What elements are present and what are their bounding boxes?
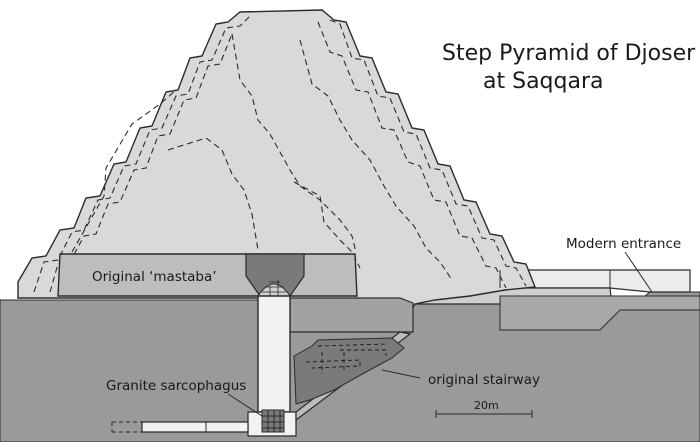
leader-line-sarcophagus (227, 393, 263, 417)
title-line-1: Step Pyramid of Djoser (442, 41, 696, 66)
construction-phase-lines (33, 13, 527, 293)
central-shaft (257, 295, 291, 413)
leader-line-stairway (381, 369, 421, 379)
label-modern-entrance: Modern entrance (566, 236, 681, 252)
lower-corridor (141, 421, 249, 433)
label-original-mastaba: Original ‘mastaba’ (92, 269, 217, 285)
leader-line-modern-entrance (624, 251, 653, 293)
scale-bar-label: 20m (474, 399, 499, 412)
underground-galleries (293, 337, 405, 405)
modern-entrance-details (499, 270, 611, 288)
vault-stone-marks (262, 280, 286, 296)
phase-line-5 (167, 137, 259, 251)
modern-entrance-passage (499, 295, 700, 331)
phase-line-1 (33, 13, 253, 293)
label-original-stairway: original stairway (428, 372, 540, 388)
scale-bar (435, 410, 533, 418)
gallery-dashed-lines (305, 343, 389, 374)
lower-corridor-dashed (111, 421, 142, 433)
ground-ledge (289, 297, 414, 333)
phase-line-9 (293, 181, 361, 269)
granite-sarcophagus (261, 409, 285, 433)
title-line-2: at Saqqara (483, 69, 603, 94)
phase-line-6 (329, 19, 527, 287)
phase-line-8 (299, 39, 453, 281)
phase-line-4 (231, 33, 357, 253)
pyramid-body (17, 9, 536, 331)
phase-line-3 (71, 89, 177, 253)
label-granite-sarcophagus: Granite sarcophagus (106, 378, 246, 394)
phase-line-7 (317, 21, 507, 289)
